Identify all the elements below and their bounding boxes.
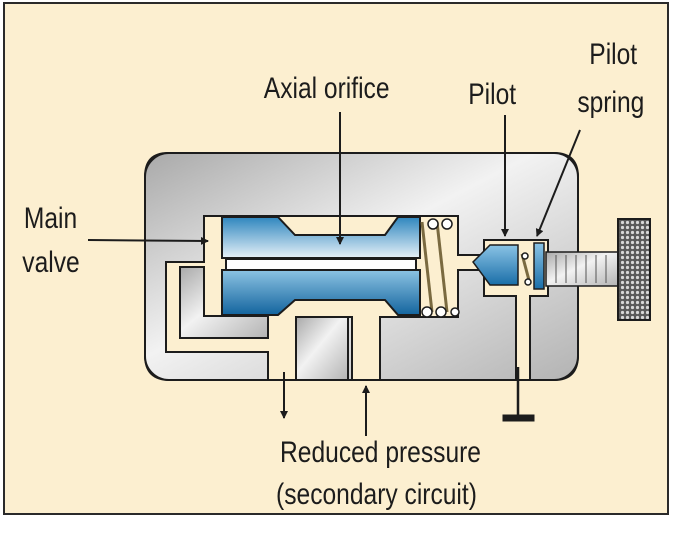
pilot-assembly — [472, 218, 651, 321]
reduced-pressure-label-line2: (secondary circuit) — [276, 477, 477, 511]
reduced-pressure-label-line1: Reduced pressure — [280, 435, 481, 469]
pilot-spring-label-line2: spring — [577, 85, 644, 119]
drain-symbol — [502, 367, 535, 422]
leader-arrows — [87, 112, 581, 436]
main-valve-label-line1: Main — [24, 201, 77, 235]
pilot-spring-label-line1: Pilot — [589, 37, 637, 71]
main-valve-label-line2: valve — [22, 245, 79, 279]
pilot-label: Pilot — [468, 77, 516, 111]
adjustment-knob — [617, 218, 651, 321]
main-valve-arrow — [87, 236, 209, 245]
main-valve-spool — [221, 216, 421, 316]
main-spring — [420, 218, 460, 318]
axial-orifice-label: Axial orifice — [264, 71, 390, 105]
pilot-spring-arrow — [535, 129, 581, 237]
